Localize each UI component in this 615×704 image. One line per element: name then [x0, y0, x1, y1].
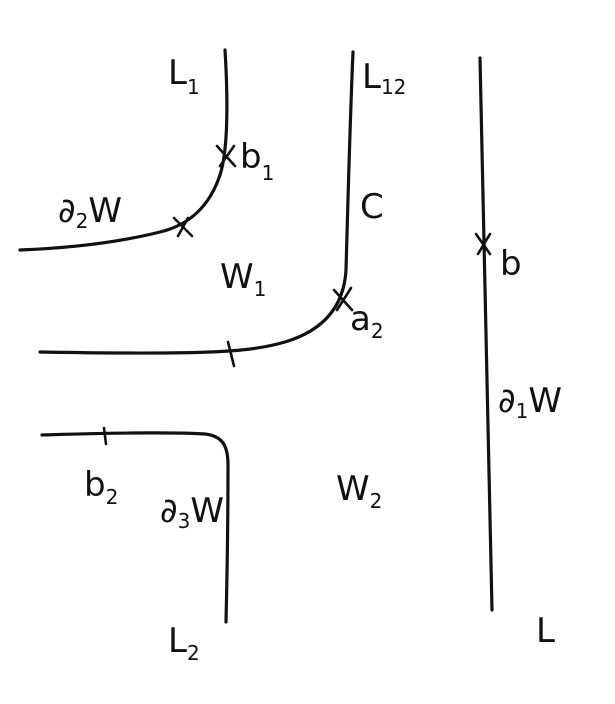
curve-l1 [18, 48, 229, 252]
label-a2: a2 [350, 299, 384, 343]
label-l12: L12 [362, 57, 406, 99]
tick-a2 [332, 286, 354, 312]
curve-l2 [40, 431, 230, 624]
curve-l [478, 56, 494, 612]
label-c: C [360, 187, 384, 227]
label-d1w: ∂1W [498, 381, 562, 423]
label-b: b [500, 244, 522, 284]
label-d3w: ∂3W [160, 491, 224, 533]
label-l: L [536, 611, 555, 651]
label-w1: W1 [220, 257, 266, 301]
label-l1: L1 [168, 53, 200, 99]
tick-b [474, 232, 492, 256]
label-d2w: ∂2W [58, 191, 122, 233]
label-w2: W2 [336, 469, 382, 513]
tick-curve-l1-lower [172, 216, 194, 238]
label-b2: b2 [84, 465, 118, 509]
tick-b1 [215, 144, 237, 168]
tick-b2 [102, 426, 108, 446]
curve-l12 [38, 50, 355, 355]
label-b1: b1 [240, 137, 274, 185]
label-l2: L2 [168, 621, 200, 665]
tick-curve-l12-lower [226, 340, 236, 368]
